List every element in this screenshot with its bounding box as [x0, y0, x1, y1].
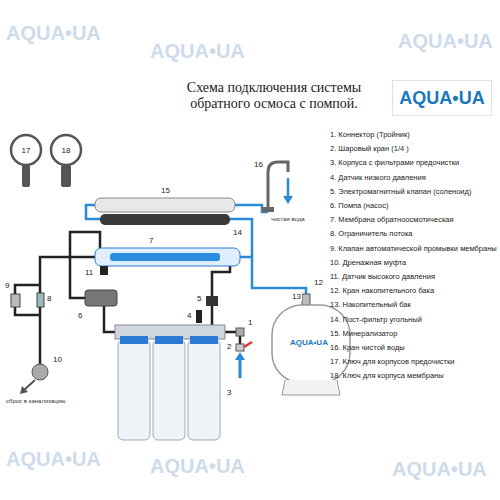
callout-number: 14 — [232, 228, 243, 237]
callout-number: 11 — [84, 268, 94, 277]
part-list-item: 6. Помпа (насос) — [330, 201, 388, 210]
part-list-item: 5. Электромагнитный клапан (соленоид) — [330, 187, 471, 196]
high-pressure-switch — [100, 266, 108, 275]
membrane-key-handle — [61, 165, 71, 187]
logo-box: AQUA•UA — [392, 80, 492, 116]
watermark: AQUA•UA — [398, 30, 493, 52]
callout-number: 4 — [186, 311, 192, 320]
part-list-item: 9. Клапан автоматической промывки мембра… — [330, 244, 497, 253]
tank-logo: AQUA•UA — [290, 338, 328, 347]
part-list-item: 3. Корпуса с фильтрами предочистки — [330, 158, 459, 167]
callout-number: 3 — [226, 388, 232, 397]
part-list-item: 15. Минерализатор — [330, 329, 397, 338]
tee-connector — [236, 328, 244, 336]
note-text: сброс в канализацию — [6, 398, 70, 405]
membrane-key — [51, 135, 81, 165]
watermark: AQUA•UA — [6, 22, 101, 44]
membrane — [110, 253, 220, 261]
clean-pipe — [230, 219, 306, 295]
watermark: AQUA•UA — [392, 458, 487, 480]
filter-housing — [118, 340, 150, 440]
filter-key — [11, 135, 41, 165]
part-list-item: 14. Пост-фильтр угольный — [330, 315, 422, 324]
part-list-item: 12. Кран накопительного бака — [330, 286, 434, 295]
callout-number: 9 — [4, 281, 10, 290]
inlet-arrow — [239, 358, 242, 378]
part-list-item: 11. Датчик высокого давления — [330, 272, 435, 281]
faucet — [268, 162, 288, 210]
housing-cap — [120, 336, 148, 344]
valve-handle — [244, 342, 252, 347]
part-list-item: 18. Ключ для корпуса мембраны — [330, 371, 444, 380]
drain-arrow — [24, 380, 35, 390]
watermark: AQUA•UA — [6, 448, 101, 470]
callout-number: 16 — [253, 160, 264, 169]
callout-number: 7 — [148, 236, 154, 245]
callout-number: 6 — [77, 311, 83, 320]
flush-valve — [11, 294, 20, 307]
logo-text: AQUA•UA — [399, 87, 485, 109]
note-text: чистая вода — [271, 216, 305, 223]
flow-restrictor — [37, 293, 44, 307]
feed-pipe — [211, 306, 214, 325]
diagram-title: Схема подключения системы обратного осмо… — [160, 80, 388, 112]
part-list-item: 17. Ключ для корпусов предочистки — [330, 357, 455, 366]
drain-clamp — [32, 364, 48, 380]
membrane-housing — [95, 248, 240, 266]
carbon-post-filter — [100, 214, 230, 225]
part-list-item: 1. Коннектор (Тройник) — [330, 130, 410, 139]
filter-housing — [153, 340, 185, 440]
solenoid — [206, 296, 218, 306]
callout-number: 10 — [52, 355, 63, 364]
tank-base — [282, 380, 340, 395]
part-list-item: 13. Накопительный бак — [330, 300, 411, 309]
arrow-head — [235, 352, 245, 360]
housing-cap — [155, 336, 183, 344]
callout-number: 17 — [19, 146, 33, 155]
filter-key-handle — [22, 165, 30, 187]
callout-number: 15 — [160, 186, 171, 195]
part-list-item: 10. Дренажная муфта — [330, 258, 406, 267]
part-list-item: 8. Ограничитель потока — [330, 229, 413, 238]
drain-pipe — [40, 257, 95, 365]
filter-housing — [188, 340, 220, 440]
faucet-base — [262, 207, 274, 212]
arrow-head — [283, 196, 293, 204]
callout-number: 2 — [226, 342, 232, 351]
feed-pipe — [212, 266, 230, 296]
arrow-head — [20, 386, 28, 394]
callout-number: 5 — [196, 294, 202, 303]
callout-number: 13 — [291, 292, 302, 301]
clean-water-arrow — [287, 178, 290, 196]
mineralizer — [95, 198, 235, 212]
callout-number: 8 — [46, 294, 52, 303]
part-list-item: 16. Кран чистой воды — [330, 343, 405, 352]
callout-number: 1 — [247, 318, 253, 327]
watermark: AQUA•UA — [150, 455, 245, 477]
part-list-item: 4. Датчик низкого давления — [330, 173, 426, 182]
ball-valve — [236, 344, 244, 351]
part-list-item: 2. Шаровый кран (1/4 ) — [330, 144, 409, 153]
pump — [85, 290, 117, 306]
clean-pipe — [240, 256, 252, 259]
watermark: AQUA•UA — [150, 40, 245, 62]
pump-pipe — [70, 232, 100, 298]
tank-valve — [302, 294, 310, 305]
callout-number: 18 — [59, 146, 73, 155]
callout-number: 12 — [313, 278, 324, 287]
housing-cap — [190, 336, 218, 344]
low-pressure-switch — [196, 310, 202, 323]
part-list-item: 7. Мембрана обратноосмотическая — [330, 215, 454, 224]
